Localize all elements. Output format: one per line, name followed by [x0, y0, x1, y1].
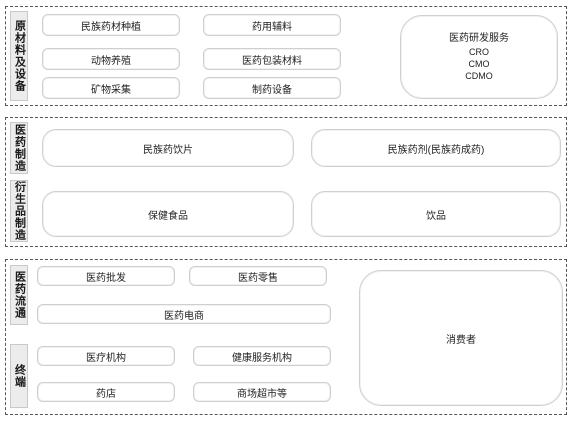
node-animal-farming: 动物养殖 — [42, 48, 180, 70]
node-pharma-equipment: 制药设备 — [203, 77, 341, 99]
node-health-food: 保健食品 — [42, 191, 294, 237]
node-ethnic-decoction-pieces: 民族药饮片 — [42, 129, 294, 167]
derivatives-label-text: 衍生品制造 — [13, 181, 26, 241]
node-consumer: 消费者 — [359, 270, 563, 406]
raw-materials-label: 原材料及设备 — [10, 11, 28, 101]
node-health-service-institutions: 健康服务机构 — [193, 346, 331, 366]
node-pharma-retail: 医药零售 — [189, 266, 327, 286]
node-beverages: 饮品 — [311, 191, 561, 237]
node-ethnic-medicine-preparations: 民族药剂(民族药成药) — [311, 129, 561, 167]
manufacturing-label: 医药制造 — [10, 122, 28, 174]
rd-service-cro: CRO — [469, 46, 489, 57]
circulation-label: 医药流通 — [10, 265, 28, 325]
terminal-label-text: 终端 — [13, 364, 26, 388]
node-rd-services: 医药研发服务 CRO CMO CDMO — [400, 15, 558, 99]
manufacturing-section: 医药制造 衍生品制造 民族药饮片 民族药剂(民族药成药) 保健食品 饮品 — [5, 117, 567, 247]
rd-services-title: 医药研发服务 — [449, 32, 509, 44]
raw-materials-label-text: 原材料及设备 — [13, 20, 26, 92]
node-mineral-collection: 矿物采集 — [42, 77, 180, 99]
circulation-label-text: 医药流通 — [13, 271, 26, 319]
derivatives-label: 衍生品制造 — [10, 180, 28, 242]
rd-service-cdmo: CDMO — [465, 70, 493, 81]
node-pharmacy: 药店 — [37, 382, 175, 402]
node-packaging-materials: 医药包装材料 — [203, 48, 341, 70]
manufacturing-label-text: 医药制造 — [13, 124, 26, 172]
node-pharma-wholesale: 医药批发 — [37, 266, 175, 286]
node-medical-institutions: 医疗机构 — [37, 346, 175, 366]
terminal-label: 终端 — [10, 344, 28, 408]
rd-service-cmo: CMO — [468, 58, 490, 69]
node-ethnic-herb-planting: 民族药材种植 — [42, 14, 180, 36]
distribution-section: 医药流通 终端 医药批发 医药零售 医药电商 医疗机构 健康服务机构 药店 商场… — [5, 259, 567, 415]
node-supermarkets: 商场超市等 — [193, 382, 331, 402]
node-pharma-ecommerce: 医药电商 — [37, 304, 331, 324]
raw-materials-section: 原材料及设备 民族药材种植 药用辅料 动物养殖 医药包装材料 矿物采集 制药设备… — [5, 6, 567, 106]
node-pharma-excipients: 药用辅料 — [203, 14, 341, 36]
